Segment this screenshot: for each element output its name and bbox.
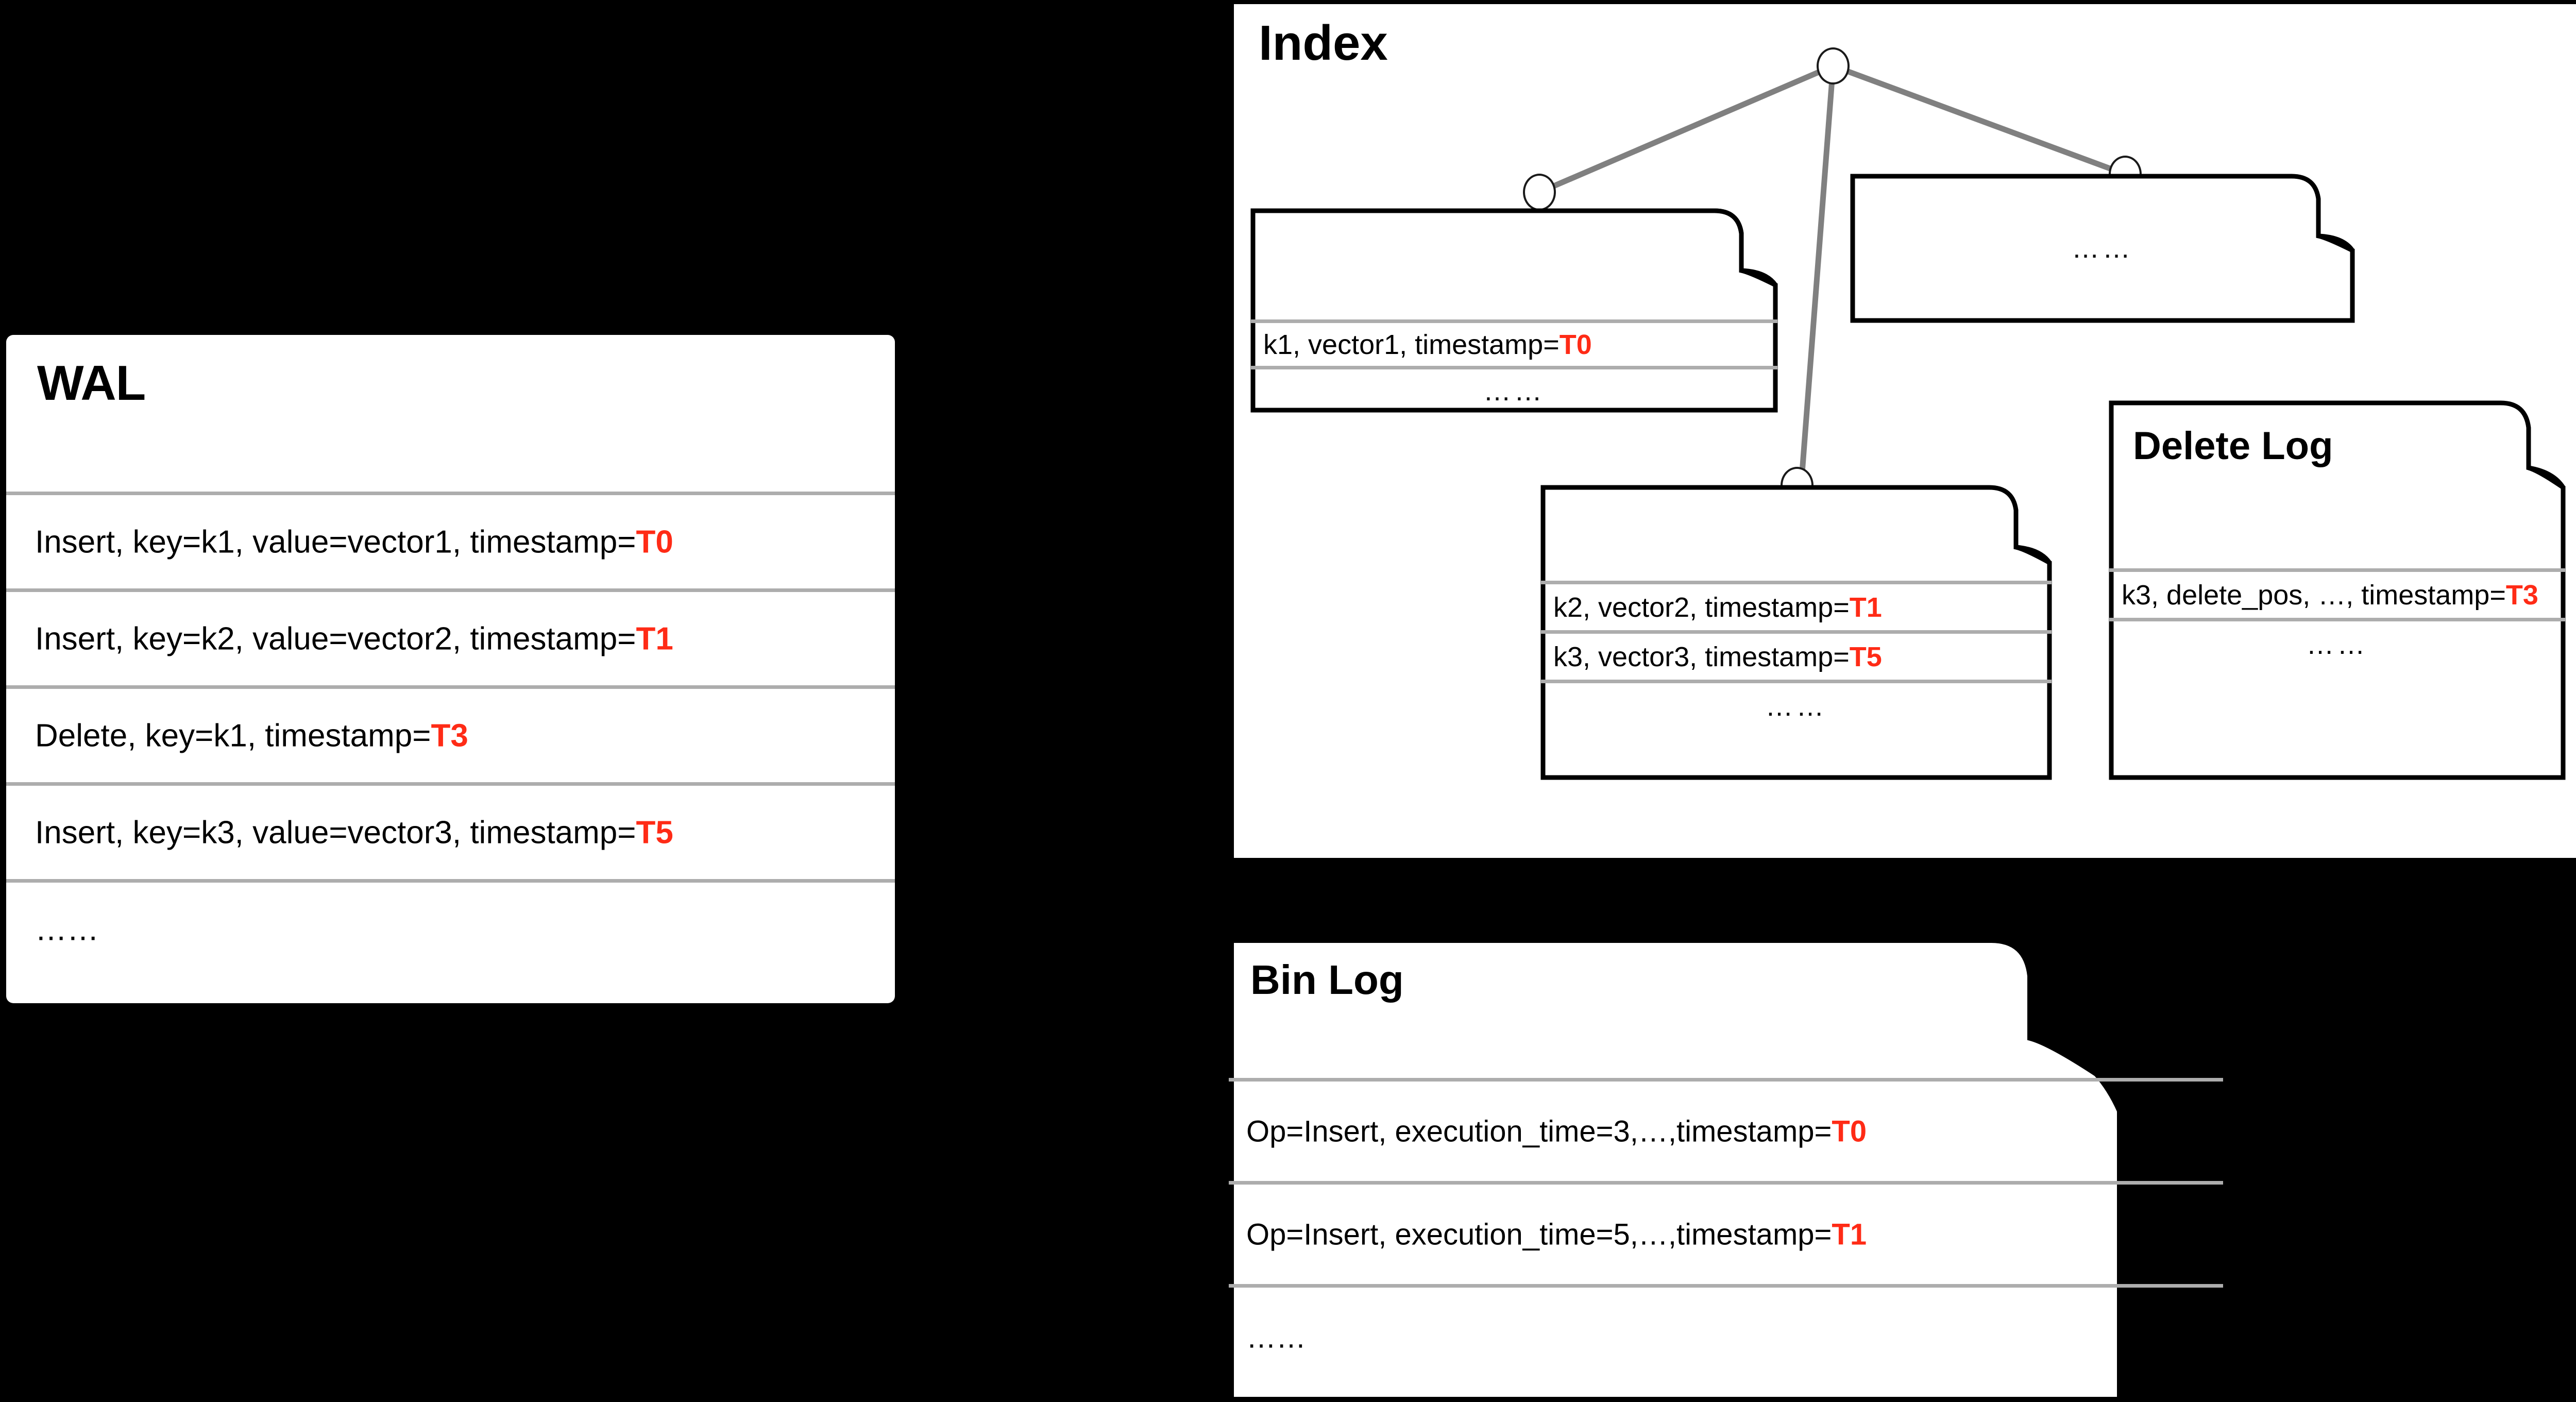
wal-row: Insert, key=k3, value=vector3, timestamp… — [6, 782, 895, 879]
index-leaf-right[interactable]: …… — [1850, 174, 2355, 323]
wal-row-text: Delete, key=k1, timestamp=T3 — [35, 718, 468, 753]
wal-row-text: Insert, key=k1, value=vector1, timestamp… — [35, 524, 673, 560]
bin-log-box[interactable]: Bin Log Op=Insert, execution_time=3,…,ti… — [1228, 937, 2223, 1402]
leaf-row-text: …… — [1765, 690, 1827, 722]
timestamp-value: T1 — [1849, 592, 1882, 623]
tree-root-node[interactable] — [1817, 47, 1850, 85]
index-tree-edges — [1538, 63, 2126, 540]
bin-log-row-list: Op=Insert, execution_time=3,…,timestamp=… — [1229, 1078, 2223, 1387]
wal-row: Insert, key=k1, value=vector1, timestamp… — [6, 492, 895, 588]
delete-log-title: Delete Log — [2133, 424, 2333, 468]
delete-log-row-text: k3, delete_pos, …, timestamp=T3 — [2122, 579, 2538, 611]
timestamp-value: T5 — [636, 815, 673, 850]
timestamp-value: T3 — [2505, 579, 2538, 611]
wal-row-list: Insert, key=k1, value=vector1, timestamp… — [6, 492, 895, 976]
index-leaf-k2-k3[interactable]: k2, vector2, timestamp=T1 k3, vector3, t… — [1540, 485, 2052, 780]
wal-panel: WAL Insert, key=k1, value=vector1, times… — [6, 335, 895, 1003]
timestamp-value: T0 — [636, 524, 673, 560]
leaf-row-list: k1, vector1, timestamp=T0 …… — [1251, 319, 1777, 412]
wal-row-text: Insert, key=k3, value=vector3, timestamp… — [35, 815, 673, 850]
delete-log-row-ellipsis: …… — [2109, 618, 2565, 667]
wal-row: Insert, key=k2, value=vector2, timestamp… — [6, 588, 895, 685]
leaf-row-text: k1, vector1, timestamp=T0 — [1263, 329, 1592, 360]
wal-row-ellipsis: …… — [6, 879, 895, 976]
doc-shape-icon — [1250, 208, 1778, 413]
leaf-ellipsis-text: …… — [2072, 233, 2133, 264]
bin-log-row: Op=Insert, execution_time=3,…,timestamp=… — [1229, 1078, 2223, 1181]
bin-log-row-text: …… — [1246, 1321, 1306, 1354]
timestamp-value: T5 — [1849, 641, 1882, 672]
doc-shape-icon — [1850, 174, 2355, 323]
delete-log-row-text: …… — [2306, 629, 2368, 660]
wal-row: Delete, key=k1, timestamp=T3 — [6, 685, 895, 782]
delete-log-row-list: k3, delete_pos, …, timestamp=T3 …… — [2109, 568, 2565, 667]
leaf-row-ellipsis: …… — [1251, 366, 1777, 412]
delete-log-box[interactable]: Delete Log k3, delete_pos, …, timestamp=… — [2109, 400, 2566, 780]
bin-log-row-text: Op=Insert, execution_time=3,…,timestamp=… — [1246, 1114, 1867, 1148]
bin-log-row: Op=Insert, execution_time=5,…,timestamp=… — [1229, 1181, 2223, 1284]
leaf-row-text: k2, vector2, timestamp=T1 — [1553, 592, 1882, 623]
bin-log-title: Bin Log — [1250, 957, 1404, 1003]
index-leaf-k1[interactable]: k1, vector1, timestamp=T0 …… — [1250, 208, 1778, 413]
timestamp-value: T1 — [1832, 1218, 1867, 1251]
wal-title: WAL — [37, 356, 146, 411]
leaf-row-ellipsis: …… — [1541, 680, 2052, 729]
timestamp-value: T0 — [1832, 1114, 1867, 1148]
bin-log-row-ellipsis: …… — [1229, 1284, 2223, 1387]
leaf-row-text: k3, vector3, timestamp=T5 — [1553, 641, 1882, 672]
timestamp-value: T3 — [431, 718, 468, 753]
leaf-row-list: k2, vector2, timestamp=T1 k3, vector3, t… — [1541, 581, 2052, 729]
leaf-row: k1, vector1, timestamp=T0 — [1251, 319, 1777, 366]
index-panel: Index k1, vector1, timestamp=T0 …… — [1234, 4, 2576, 858]
bin-log-row-text: Op=Insert, execution_time=5,…,timestamp=… — [1246, 1218, 1867, 1251]
timestamp-value: T0 — [1559, 329, 1592, 360]
wal-row-text: Insert, key=k2, value=vector2, timestamp… — [35, 621, 673, 656]
delete-log-row: k3, delete_pos, …, timestamp=T3 — [2109, 568, 2565, 618]
tree-child-node-left[interactable] — [1523, 174, 1556, 211]
timestamp-value: T1 — [636, 621, 673, 656]
wal-row-text: …… — [35, 911, 99, 947]
index-title: Index — [1259, 15, 1388, 71]
doc-shape-icon — [2109, 400, 2566, 780]
leaf-row: k3, vector3, timestamp=T5 — [1541, 630, 2052, 680]
leaf-row: k2, vector2, timestamp=T1 — [1541, 581, 2052, 630]
leaf-row-text: …… — [1483, 375, 1545, 407]
